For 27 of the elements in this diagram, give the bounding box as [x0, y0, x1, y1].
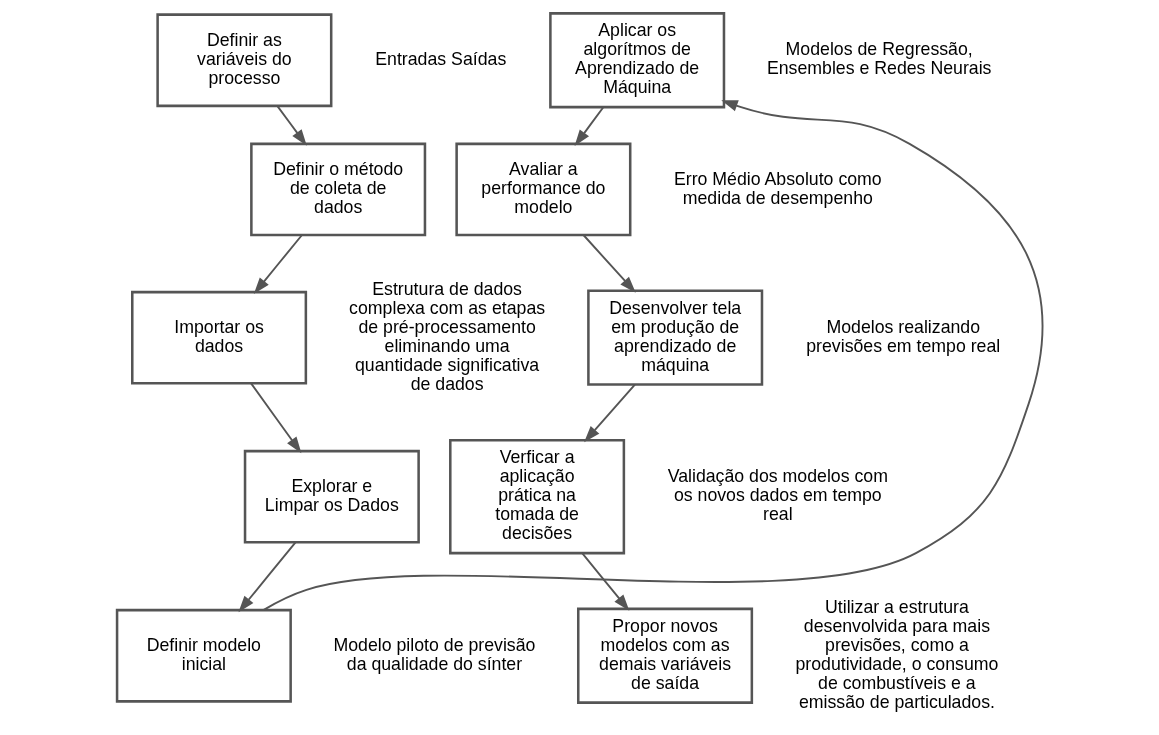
- node-label: Validação dos modelos com os novos dados em tempo real: [667, 466, 888, 525]
- arrow: [276, 105, 307, 146]
- node-box: Definir modelo inicial: [115, 608, 292, 703]
- node-box: Aplicar os algorítmos de Aprendizado de Máquina: [548, 12, 725, 109]
- arrow: [580, 552, 629, 611]
- node-box: Verficar a aplicação prática na tomada de decisões: [448, 439, 625, 555]
- node-label: Erro Médio Absoluto como medida de desempenho: [673, 168, 882, 208]
- arrow: [262, 100, 1044, 611]
- node-box: Avaliar a performance do modelo: [454, 142, 631, 237]
- arrow: [253, 234, 303, 294]
- node-label: Modelos de Regressão, Ensembles e Redes Neurais: [766, 39, 991, 79]
- node-label: Utilizar a estrutura desenvolvida para mais previsões, como a produtividade, o consumo de combustíveis e a emissão de particulados.: [794, 596, 998, 712]
- node-box: Definir o método de coleta de dados: [249, 142, 426, 237]
- node-box: Propor novos modelos com as demais variáveis de saída: [576, 607, 753, 704]
- label: Estrutura de dados complexa com as etapas de pré-processamento eliminando uma quantidade significativa de dados: [348, 278, 545, 394]
- arrow: [237, 541, 296, 613]
- arrow: [583, 383, 636, 443]
- node-box: Explorar e Limpar os Dados: [243, 449, 420, 544]
- node-box: Importar os dados: [130, 290, 307, 385]
- node-box: Definir as variáveis do processo: [155, 13, 332, 108]
- arrow: [249, 382, 301, 454]
- node-label: Modelo piloto de previsão da qualidade do sínter: [332, 634, 535, 674]
- arrow: [574, 106, 604, 147]
- node-label: Modelos realizando previsões em tempo real: [805, 316, 1000, 356]
- arrow: [582, 234, 636, 293]
- node-label: Entradas Saídas: [374, 48, 506, 69]
- node-box: Desenvolver tela em produção de aprendizado de máquina: [586, 289, 763, 386]
